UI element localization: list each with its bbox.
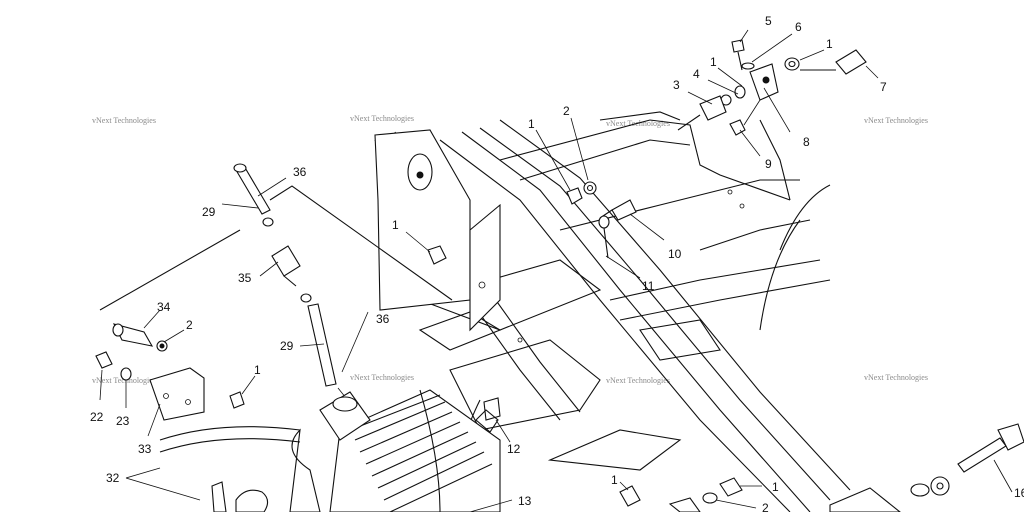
callout-33: 33 xyxy=(138,442,152,456)
callout-3: 3 xyxy=(673,78,680,92)
callout-12: 12 xyxy=(507,442,521,456)
callout-1: 1 xyxy=(392,218,399,232)
callout-13: 13 xyxy=(518,494,532,508)
watermark: vNext Technologies xyxy=(864,116,928,125)
watermark: vNext Technologies xyxy=(606,376,670,385)
callout-2: 2 xyxy=(762,501,769,512)
callout-1: 1 xyxy=(710,55,717,69)
callout-32: 32 xyxy=(106,471,120,485)
watermark: vNext Technologies xyxy=(92,116,156,125)
callout-1: 1 xyxy=(826,37,833,51)
callout-numbers: 5 6 1 1 7 4 3 8 9 2 1 36 29 1 10 35 11 3… xyxy=(90,14,1024,512)
fuel-line-assembly xyxy=(99,163,453,399)
callout-2: 2 xyxy=(186,318,193,332)
watermark: vNext Technologies xyxy=(350,114,414,123)
callout-2: 2 xyxy=(563,104,570,118)
callout-4: 4 xyxy=(693,67,700,81)
callout-29: 29 xyxy=(202,205,216,219)
callout-22: 22 xyxy=(90,410,104,424)
center-fasteners xyxy=(427,181,637,265)
left-bracket-fasteners xyxy=(95,323,245,421)
leader-lines xyxy=(99,29,1013,512)
callout-35: 35 xyxy=(238,271,252,285)
callout-36: 36 xyxy=(376,312,390,326)
callout-16: 16 xyxy=(1014,486,1024,500)
mounting-bracket xyxy=(374,129,501,332)
callout-7: 7 xyxy=(880,80,887,94)
callout-6: 6 xyxy=(795,20,802,34)
callout-5: 5 xyxy=(765,14,772,28)
throttle-cable-hardware xyxy=(677,39,867,136)
callout-1: 1 xyxy=(611,473,618,487)
callout-34: 34 xyxy=(157,300,171,314)
watermark: vNext Technologies xyxy=(864,373,928,382)
callout-1: 1 xyxy=(528,117,535,131)
callout-11: 11 xyxy=(642,279,655,293)
callout-9: 9 xyxy=(765,157,772,171)
callout-23: 23 xyxy=(116,414,130,428)
callout-36: 36 xyxy=(293,165,307,179)
callout-1: 1 xyxy=(254,363,261,377)
callout-1: 1 xyxy=(772,480,779,494)
watermark: vNext Technologies xyxy=(350,373,414,382)
callout-10: 10 xyxy=(668,247,682,261)
callout-29: 29 xyxy=(280,339,294,353)
watermarks: vNext Technologies vNext Technologies vN… xyxy=(92,114,928,385)
callout-8: 8 xyxy=(803,135,810,149)
engine-cylinder xyxy=(159,389,501,512)
watermark: vNext Technologies xyxy=(92,376,156,385)
lower-right-hardware xyxy=(619,423,1024,512)
